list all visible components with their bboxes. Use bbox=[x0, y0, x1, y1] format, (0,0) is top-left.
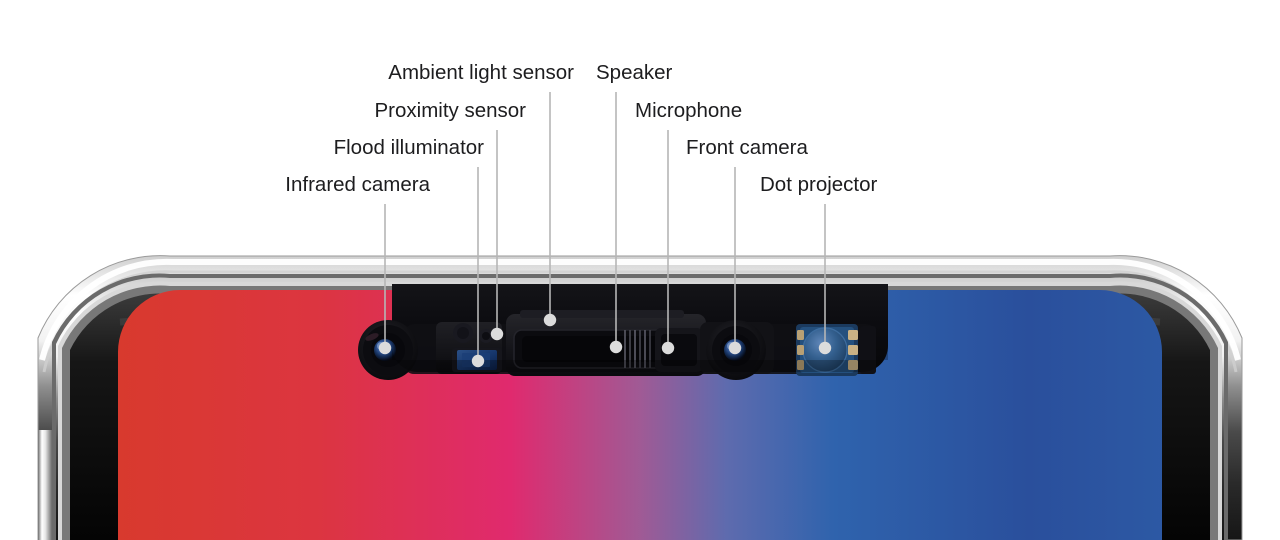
label-ambient-light-sensor: Ambient light sensor bbox=[388, 61, 574, 84]
label-dot-projector: Dot projector bbox=[760, 173, 878, 196]
leader-dot-microphone bbox=[661, 341, 675, 355]
leader-dot-speaker bbox=[609, 340, 623, 354]
leader-dot-flood-illuminator bbox=[471, 354, 485, 368]
component-proximity-sensor bbox=[479, 329, 493, 343]
leader-dot-front-camera bbox=[728, 341, 742, 355]
leader-dot-dot-projector bbox=[818, 341, 832, 355]
component-speaker bbox=[506, 310, 706, 376]
leader-dot-infrared-camera bbox=[378, 341, 392, 355]
label-proximity-sensor: Proximity sensor bbox=[374, 99, 526, 122]
leader-dot-ambient-light-sensor bbox=[543, 313, 557, 327]
notch bbox=[358, 284, 888, 380]
leader-lines bbox=[378, 92, 832, 368]
leader-dot-proximity-sensor bbox=[490, 327, 504, 341]
label-microphone: Microphone bbox=[635, 99, 742, 122]
label-flood-illuminator: Flood illuminator bbox=[334, 136, 485, 159]
component-microphone bbox=[655, 328, 703, 372]
label-infrared-camera: Infrared camera bbox=[285, 173, 430, 196]
dot-projector-contacts bbox=[797, 330, 858, 370]
label-front-camera: Front camera bbox=[686, 136, 808, 159]
device-iphone-x bbox=[37, 255, 1243, 540]
label-speaker: Speaker bbox=[596, 61, 673, 84]
speaker-grille-ribs bbox=[624, 330, 651, 368]
